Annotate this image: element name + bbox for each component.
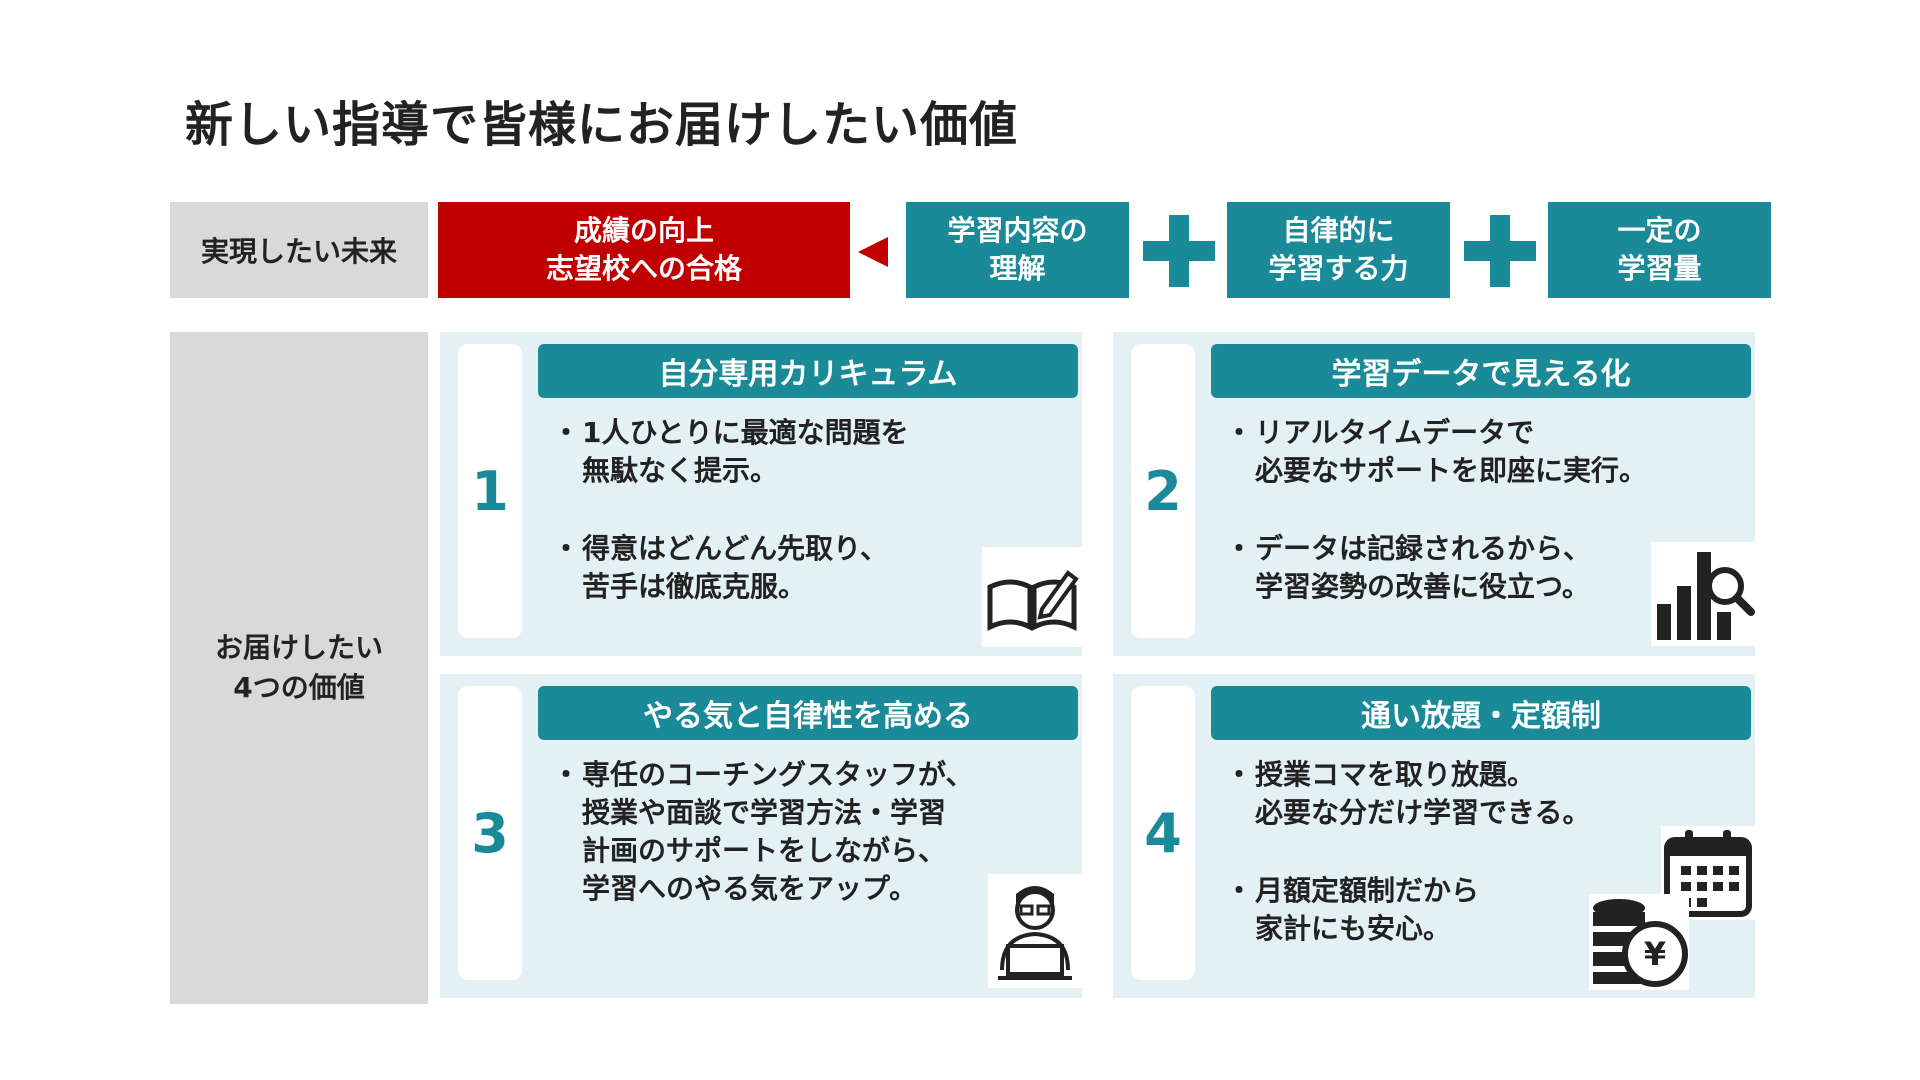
values-label-text: お届けしたい 4つの価値 [214,631,383,704]
card-bullets: ・ リアルタイムデータで 必要なサポートを即座に実行。 ・ データは記録されるか… [1225,414,1725,646]
plus-icon [1143,215,1215,287]
page-title: 新しい指導で皆様にお届けしたい価値 [185,97,1019,153]
calendar-coins-icon: ¥ [1589,826,1755,990]
bullet-mark: ・ [552,532,581,565]
bullet-text: データは記録されるから、 学習姿勢の改善に役立つ。 [1255,532,1592,603]
card-heading: 通い放題・定額制 [1211,686,1751,740]
component-line: 自律的に [1282,214,1395,247]
card-bullets: ・ 1人ひとりに最適な問題を 無駄なく提示。 ・ 得意はどんどん先取り、 苦手は… [552,414,1022,646]
value-card-2: 2 学習データで見える化 ・ リアルタイムデータで 必要なサポートを即座に実行。… [1113,332,1755,656]
bullet-text: 得意はどんどん先取り、 苦手は徹底克服。 [582,532,889,603]
bullet-item: ・ データは記録されるから、 学習姿勢の改善に役立つ。 [1225,530,1725,606]
plus-icon [1464,215,1536,287]
card-number: 3 [458,686,522,980]
bullet-item: ・ 1人ひとりに最適な問題を 無駄なく提示。 [552,414,1022,490]
bullet-mark: ・ [1225,532,1254,565]
card-number: 2 [1131,344,1195,638]
bullet-text: リアルタイムデータで 必要なサポートを即座に実行。 [1255,416,1648,487]
component-line: 学習する力 [1268,252,1409,285]
card-number: 1 [458,344,522,638]
component-autonomy: 自律的に 学習する力 [1227,202,1450,298]
open-book-pencil-icon [982,547,1082,647]
card-heading: 学習データで見える化 [1211,344,1751,398]
card-bullets: ・ 授業コマを取り放題。 必要な分だけ学習できる。 ・ 月額定額制だから 家計に… [1225,756,1695,988]
component-understanding: 学習内容の 理解 [906,202,1129,298]
component-line: 学習内容の [947,214,1088,247]
value-card-4: 4 通い放題・定額制 ・ 授業コマを取り放題。 必要な分だけ学習できる。 ・ 月… [1113,674,1755,998]
card-number: 4 [1131,686,1195,980]
bullet-mark: ・ [1225,758,1254,791]
component-line: 理解 [989,252,1046,285]
card-heading: やる気と自律性を高める [538,686,1078,740]
bullet-item: ・ 月額定額制だから 家計にも安心。 [1225,872,1695,948]
goal-line-1: 成績の向上 [573,214,714,247]
card-bullets: ・ 専任のコーチングスタッフが、 授業や面談で学習方法・学習 計画のサポートをし… [552,756,1052,908]
bullet-text: 月額定額制だから 家計にも安心。 [1255,874,1480,945]
component-line: 学習量 [1617,252,1702,285]
bullet-mark: ・ [1225,416,1254,449]
bullet-item: ・ 授業コマを取り放題。 必要な分だけ学習できる。 [1225,756,1695,832]
goal-line-2: 志望校への合格 [545,252,742,285]
goal-box: 成績の向上 志望校への合格 [438,202,850,298]
bullet-mark: ・ [1225,874,1254,907]
card-heading: 自分専用カリキュラム [538,344,1078,398]
yen-symbol: ¥ [1643,935,1667,973]
left-arrow-icon [858,237,888,267]
bullet-text: 専任のコーチングスタッフが、 授業や面談で学習方法・学習 計画のサポートをしなが… [582,758,974,905]
bullet-item: ・ リアルタイムデータで 必要なサポートを即座に実行。 [1225,414,1725,490]
component-line: 一定の [1617,214,1702,247]
bullet-item: ・ 得意はどんどん先取り、 苦手は徹底克服。 [552,530,1022,606]
coins-icon: ¥ [1589,894,1689,990]
future-label-text: 実現したい未来 [200,235,397,268]
bar-chart-magnifier-icon [1651,542,1755,646]
bullet-mark: ・ [552,416,581,449]
value-card-1: 1 自分専用カリキュラム ・ 1人ひとりに最適な問題を 無駄なく提示。 ・ 得意… [440,332,1082,656]
bullet-item: ・ 専任のコーチングスタッフが、 授業や面談で学習方法・学習 計画のサポートをし… [552,756,1052,908]
values-label: お届けしたい 4つの価値 [170,332,428,1004]
component-volume: 一定の 学習量 [1548,202,1771,298]
value-card-3: 3 やる気と自律性を高める ・ 専任のコーチングスタッフが、 授業や面談で学習方… [440,674,1082,998]
coach-person-icon [988,874,1082,988]
bullet-text: 1人ひとりに最適な問題を 無駄なく提示。 [582,416,909,487]
future-label: 実現したい未来 [170,202,428,298]
bullet-mark: ・ [552,758,581,791]
bullet-text: 授業コマを取り放題。 必要な分だけ学習できる。 [1255,758,1591,829]
